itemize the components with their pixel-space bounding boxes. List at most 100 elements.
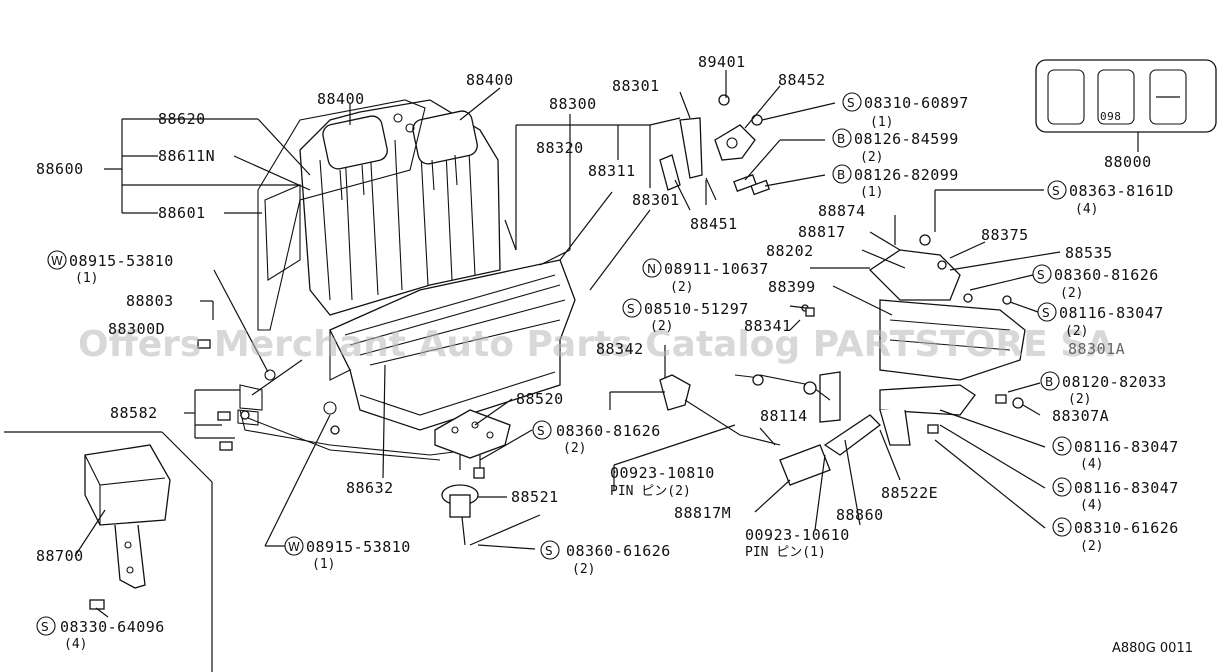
label-88700: 88700 (36, 547, 84, 565)
callout-prefix: S (627, 302, 635, 316)
label-88320: 88320 (536, 139, 584, 157)
callout-qty: (4) (1080, 498, 1103, 513)
callout-prefix: W (51, 254, 63, 268)
callout-prefix: S (1057, 440, 1065, 454)
callout-qty: (2) (1080, 539, 1103, 554)
callout-qty: (1) (860, 185, 883, 200)
headrest-right (412, 110, 478, 165)
callout-qty: (4) (1075, 202, 1098, 217)
label-88000: 88000 (1104, 153, 1152, 171)
callout-code: 08360-81626 (1054, 266, 1159, 284)
pin-desc: PIN ピン(2) (610, 484, 691, 499)
label-88521: 88521 (511, 488, 559, 506)
label-88300d: 88300D (108, 320, 165, 338)
callout-prefix: S (1037, 268, 1045, 282)
callout-prefix: S (1052, 184, 1060, 198)
callout-code: 08360-81626 (556, 422, 661, 440)
label-88342: 88342 (596, 340, 644, 358)
pin-labels: 00923-10810 PIN ピン(2) 00923-10610 PIN ピン… (610, 464, 850, 560)
callout-code: 08310-61626 (1074, 519, 1179, 537)
label-88620: 88620 (158, 110, 206, 128)
label-88803: 88803 (126, 292, 174, 310)
callout-prefix: S (1057, 481, 1065, 495)
seat-lock-mechanism (659, 94, 771, 201)
callout-qty: (1) (75, 271, 98, 286)
label-88632: 88632 (346, 479, 394, 497)
callout-code: 08330-64096 (60, 618, 165, 636)
watermark: Offers Merchant Auto Parts Catalog PARTS… (78, 324, 1114, 365)
callout-code: 08120-82033 (1062, 373, 1167, 391)
label-88522e: 88522E (881, 484, 938, 502)
label-88400b: 88400 (466, 71, 514, 89)
callout-prefix: S (537, 424, 545, 438)
label-88451: 88451 (690, 215, 738, 233)
bracket-88520 (434, 409, 511, 546)
callout-qty: (2) (1060, 286, 1083, 301)
callout-list: S 08310-60897 (1) B 08126-84599 (2) B 08… (36, 92, 1179, 652)
callout-qty: (2) (572, 562, 595, 577)
callout-code: 08360-61626 (566, 542, 671, 560)
callout-code: 08510-51297 (644, 300, 749, 318)
bolts (197, 307, 1007, 479)
label-88301c: 88301A (1068, 340, 1125, 358)
label-88582: 88582 (110, 404, 158, 422)
callout-code: 08363-8161D (1069, 182, 1174, 200)
callout-prefix: S (41, 620, 49, 634)
seat-base-rod (237, 369, 471, 461)
callout-qty: (4) (64, 637, 87, 652)
label-88301a: 88301 (612, 77, 660, 95)
label-88399: 88399 (768, 278, 816, 296)
callout-qty: (1) (870, 115, 893, 130)
label-88400a: 88400 (317, 90, 365, 108)
label-88817m: 88817M (674, 504, 731, 522)
callout-qty: (2) (650, 319, 673, 334)
callout-prefix: S (1057, 521, 1065, 535)
callout-prefix: B (837, 132, 845, 146)
label-88611n: 88611N (158, 147, 215, 165)
callout-qty: (2) (563, 441, 586, 456)
callout-prefix: N (647, 262, 656, 276)
label-88301b: 88301 (632, 191, 680, 209)
badge-digits: 098 (1100, 110, 1121, 123)
callout-prefix: B (837, 168, 845, 182)
callout-code: 08126-84599 (854, 130, 959, 148)
callout-qty: (2) (1068, 392, 1091, 407)
label-88817: 88817 (798, 223, 846, 241)
callout-prefix: S (1042, 306, 1050, 320)
label-88600: 88600 (36, 160, 84, 178)
callout-code: 08126-82099 (854, 166, 959, 184)
label-88452: 88452 (778, 71, 826, 89)
callout-prefix: S (545, 544, 553, 558)
part-labels: 88400 88400 88300 88301 89401 88452 8862… (36, 53, 1125, 565)
label-88520: 88520 (516, 390, 564, 408)
callout-code: 08915-53810 (306, 538, 411, 556)
callout-qty: (1) (312, 557, 335, 572)
label-88535: 88535 (1065, 244, 1113, 262)
pin-desc: PIN ピン(1) (745, 545, 826, 560)
label-88341: 88341 (744, 317, 792, 335)
seat-back (257, 99, 501, 331)
callout-code: 08116-83047 (1074, 479, 1179, 497)
badge-88000: 098 (1035, 59, 1217, 152)
label-88202: 88202 (766, 242, 814, 260)
callout-qty: (4) (1080, 457, 1103, 472)
release-handle (659, 304, 809, 446)
label-89401: 89401 (698, 53, 746, 71)
label-88300: 88300 (549, 95, 597, 113)
label-88114: 88114 (760, 407, 808, 425)
callout-code: 08310-60897 (864, 94, 969, 112)
callout-code: 08116-83047 (1059, 304, 1164, 322)
callout-code: 08911-10637 (664, 260, 769, 278)
label-88860: 88860 (836, 506, 884, 524)
label-88307a: 88307A (1052, 407, 1109, 425)
leader-lines (4, 70, 1061, 672)
callout-prefix: W (288, 540, 300, 554)
pin-code: 00923-10610 (745, 526, 850, 544)
callout-qty: (2) (670, 280, 693, 295)
callout-prefix: B (1045, 375, 1053, 389)
seat-cushion (329, 259, 576, 431)
callout-qty: (2) (1065, 324, 1088, 339)
label-88375: 88375 (981, 226, 1029, 244)
callout-code: 08116-83047 (1074, 438, 1179, 456)
